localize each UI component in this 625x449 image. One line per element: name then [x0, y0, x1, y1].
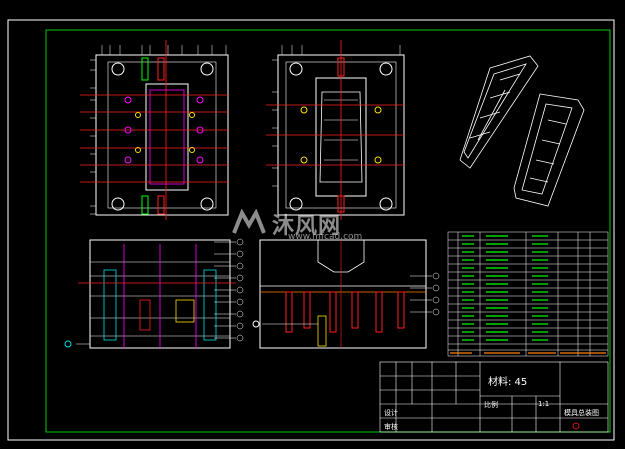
- parts-list-cell-marks: [462, 235, 548, 341]
- title-block: [379, 361, 609, 433]
- reviewer-label: 审核: [384, 423, 398, 431]
- mf-logo-icon: [232, 209, 266, 234]
- watermark-url: www.mfcad.com: [288, 232, 363, 242]
- plan-view-left: [80, 40, 229, 220]
- inner-frame: [45, 29, 611, 433]
- isometric-view-2: [513, 93, 585, 207]
- plan-view-right: [266, 40, 405, 220]
- designer-label: 设计: [384, 409, 398, 417]
- scale-value: 1:1: [538, 400, 550, 408]
- drawing-name: 模具总装图: [564, 409, 599, 417]
- parts-list: [447, 231, 609, 357]
- section-view-left: [64, 238, 244, 349]
- watermark-brand: 沐风网: [272, 214, 342, 239]
- outer-frame: [7, 19, 615, 441]
- watermark: 沐风网: [232, 204, 402, 244]
- projection-symbol-icon: [572, 422, 580, 430]
- material-label: 材料: 45: [488, 377, 528, 388]
- scale-label: 比例: [484, 401, 498, 409]
- section-view-right: [252, 239, 440, 349]
- isometric-view-1: [459, 55, 539, 169]
